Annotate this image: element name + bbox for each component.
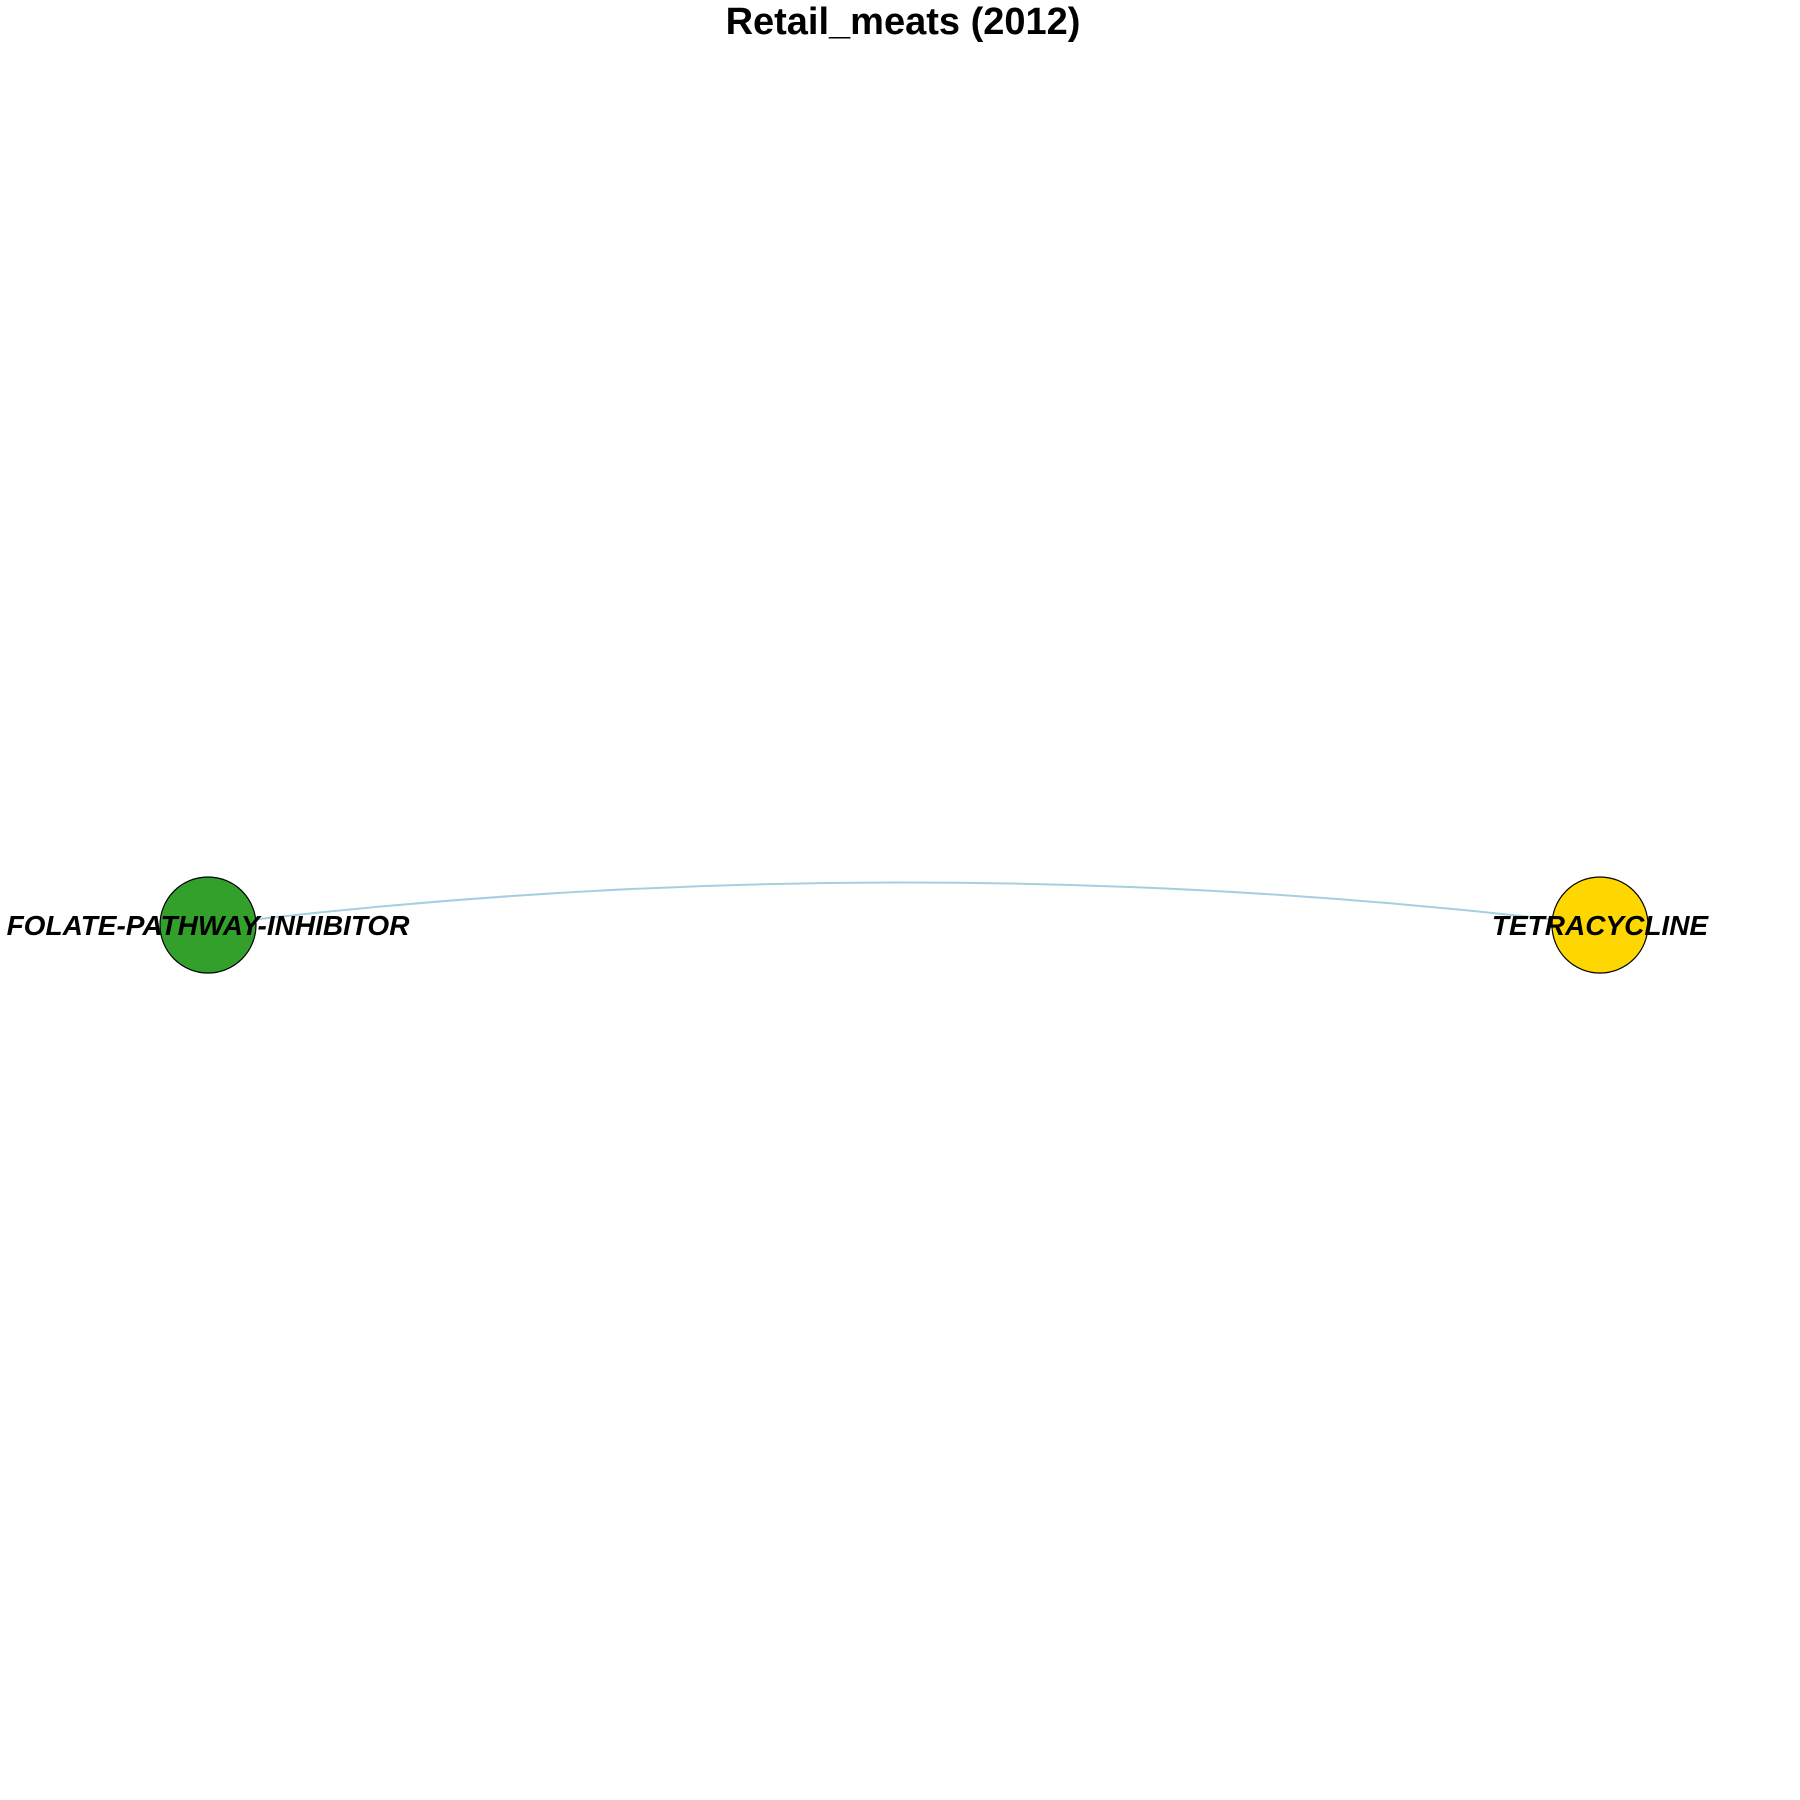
node-folate-pathway-inhibitor: FOLATE-PATHWAY-INHIBITOR <box>7 876 411 974</box>
node-circle <box>1551 876 1649 974</box>
edge-folate-tetracycline <box>207 881 1601 926</box>
node-label: TETRACYCLINE <box>1492 910 1710 941</box>
node-label: FOLATE-PATHWAY-INHIBITOR <box>7 910 411 941</box>
node-circle <box>159 876 257 974</box>
node-tetracycline: TETRACYCLINE <box>1492 876 1710 974</box>
diagram-title: Retail_meats (2012) <box>726 1 1081 43</box>
